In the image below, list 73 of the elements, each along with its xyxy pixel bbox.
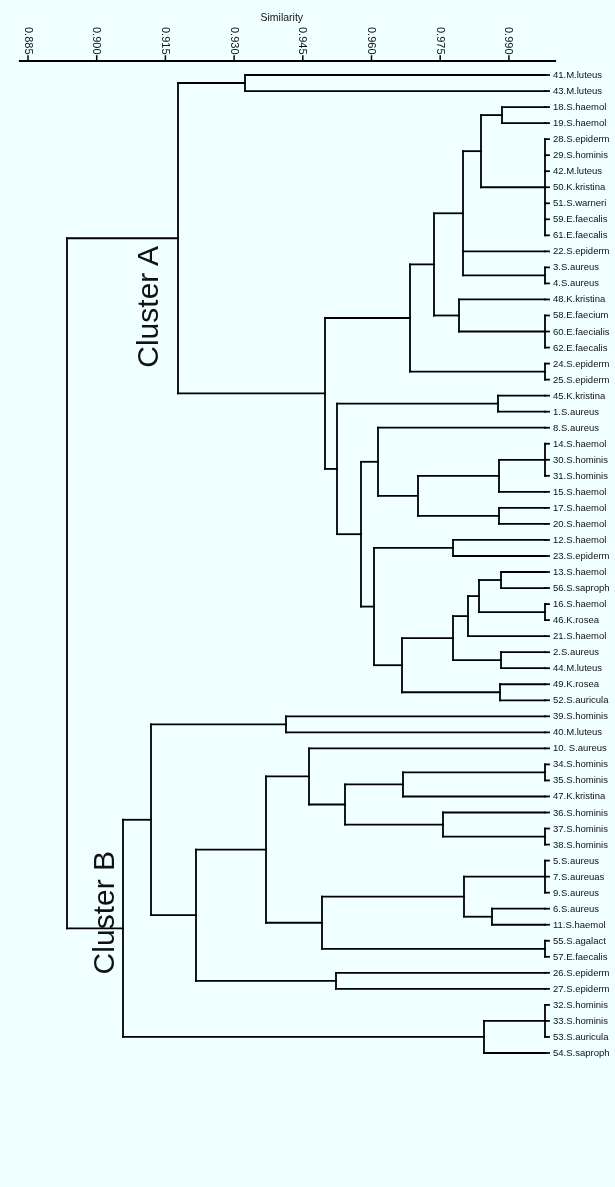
leaf-label: 37.S.hominis xyxy=(553,823,608,834)
leaf-label: 14.S.haemol xyxy=(553,438,607,449)
leaf-label: 58.E.faecium xyxy=(553,310,609,320)
tick-label: 0.975 xyxy=(434,27,446,55)
leaf-label: 30.S.hominis xyxy=(553,454,608,465)
leaf-label: 24.S.epiderm xyxy=(553,358,610,369)
leaf-label: 54.S.saproph xyxy=(553,1048,610,1058)
leaf-label: 2.S.aureus xyxy=(553,647,599,657)
leaf-label: 1.S.aureus xyxy=(553,406,599,417)
leaf-label: 50.K.kristina xyxy=(553,182,606,192)
leaf-label: 51.S.warneri xyxy=(553,198,607,208)
cluster-label: Cluster B xyxy=(89,850,119,974)
leaf-label: 21.S.haemol xyxy=(553,631,607,641)
leaf-label: 35.S.hominis xyxy=(553,775,608,785)
leaf-label: 53.S.auricula xyxy=(553,1031,609,1042)
leaf-label: 7.S.aureuas xyxy=(553,871,605,882)
tick-label: 0.960 xyxy=(366,27,377,55)
leaf-label: 39.S.hominis xyxy=(553,711,608,721)
leaf-label: 26.S.epiderm xyxy=(553,967,610,978)
leaf-label: 57.E.faecalis xyxy=(553,951,608,962)
leaf-label: 49.K.rosea xyxy=(553,679,599,689)
leaf-label: 18.S.haemol xyxy=(553,102,607,112)
leaf-label: 52.S.auricula xyxy=(553,695,609,705)
leaf-label: 47.K.kristina xyxy=(553,791,606,801)
leaf-label: 25.S.epiderm xyxy=(553,374,610,385)
leaf-label: 9.S.aureus xyxy=(553,887,599,898)
leaf-label: 10. S.aureus xyxy=(553,743,607,753)
leaf-label: 34.S.hominis xyxy=(553,759,608,769)
cluster-label: Cluster A xyxy=(133,246,163,368)
tick-label: 0.915 xyxy=(159,27,171,55)
leaf-label: 60.E.faecialis xyxy=(553,326,610,336)
leaf-label: 17.S.haemol xyxy=(553,502,607,513)
axis-title: Similarity xyxy=(260,12,304,23)
leaf-label: 3.S.aureus xyxy=(553,262,599,272)
leaf-label: 33.S.hominis xyxy=(553,1015,608,1026)
leaf-label: 6.S.aureus xyxy=(553,903,599,914)
tick-label: 0.945 xyxy=(297,27,309,55)
leaf-label: 22.S.epiderm xyxy=(553,246,610,256)
leaf-label: 41.M.luteus xyxy=(553,70,603,80)
leaf-label: 43.M.luteus xyxy=(553,86,603,96)
leaf-label: 56.S.saproph xyxy=(553,583,610,593)
leaf-label: 19.S.haemol xyxy=(553,118,607,128)
leaf-label: 40.M.luteus xyxy=(553,727,603,737)
leaf-label: 48.K.kristina xyxy=(553,294,606,304)
leaf-label: 8.S.aureus xyxy=(553,422,599,433)
tick-label: 0.990 xyxy=(503,27,515,55)
leaf-label: 4.S.aureus xyxy=(553,278,599,288)
leaf-label: 31.S.hominis xyxy=(553,470,608,481)
leaf-label: 5.S.aureus xyxy=(553,855,599,866)
leaf-label: 20.S.haemol xyxy=(553,518,607,529)
leaf-label: 15.S.haemol xyxy=(553,486,607,497)
leaf-label: 55.S.agalact xyxy=(553,935,606,946)
leaf-label: 28.S.epiderm xyxy=(553,134,610,144)
leaf-label: 29.S.hominis xyxy=(553,150,608,160)
leaf-label: 45.K.kristina xyxy=(553,390,606,401)
leaf-label: 36.S.hominis xyxy=(553,807,608,817)
tick-label: 0.930 xyxy=(228,27,240,55)
leaf-label: 46.K.rosea xyxy=(553,615,599,625)
tick-label: 0.885 xyxy=(22,27,34,55)
leaf-label: 59.E.faecalis xyxy=(553,214,608,224)
leaf-label: 38.S.hominis xyxy=(553,839,608,850)
leaf-label: 32.S.hominis xyxy=(553,999,608,1010)
leaf-label: 42.M.luteus xyxy=(553,166,603,176)
leaf-label: 12.S.haemol xyxy=(553,534,607,545)
leaf-label: 11.S.haemol xyxy=(553,919,606,930)
leaf-label: 44.M.luteus xyxy=(553,663,603,673)
leaf-label: 16.S.haemol xyxy=(553,599,607,609)
leaf-label: 62.E.faecalis xyxy=(553,342,608,353)
leaf-label: 27.S.epiderm xyxy=(553,983,610,994)
leaf-label: 13.S.haemol xyxy=(553,567,607,577)
leaf-label: 61.E.faecalis xyxy=(553,230,608,240)
leaf-label: 23.S.epiderm xyxy=(553,550,610,561)
tick-label: 0.900 xyxy=(91,27,103,55)
